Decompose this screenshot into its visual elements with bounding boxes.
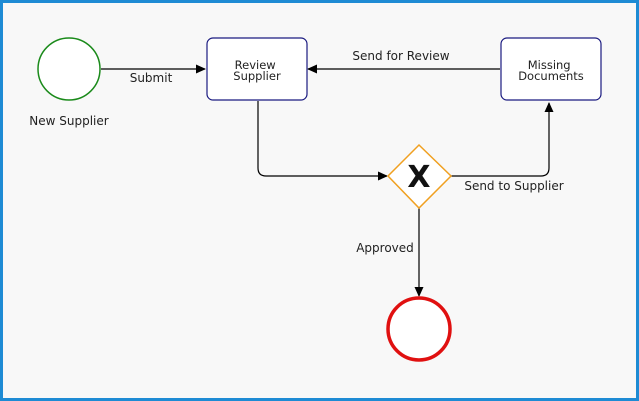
task-missing-line1: Missing (528, 58, 571, 72)
flow-submit-label: Submit (130, 71, 173, 85)
task-missing-documents-label: Missing Documents (518, 58, 584, 83)
start-event[interactable] (37, 37, 101, 101)
gateway-x-icon: X (407, 160, 430, 195)
task-missing-documents[interactable] (500, 37, 602, 101)
task-review-supplier[interactable] (206, 37, 308, 101)
start-event-label: New Supplier (29, 114, 108, 128)
flow-send-to-supplier[interactable] (451, 102, 554, 177)
end-event[interactable] (386, 296, 452, 362)
task-missing-line2: Documents (518, 69, 584, 83)
exclusive-gateway[interactable] (386, 143, 453, 210)
flow-send-for-review-label: Send for Review (352, 49, 449, 63)
task-review-line1: Review (235, 58, 276, 72)
task-review-supplier-label: Review Supplier (233, 58, 281, 83)
flow-review-to-gateway[interactable] (257, 101, 388, 181)
task-review-line2: Supplier (233, 69, 281, 83)
flow-send-to-supplier-label: Send to Supplier (464, 179, 563, 193)
flow-approved-label: Approved (356, 241, 414, 255)
